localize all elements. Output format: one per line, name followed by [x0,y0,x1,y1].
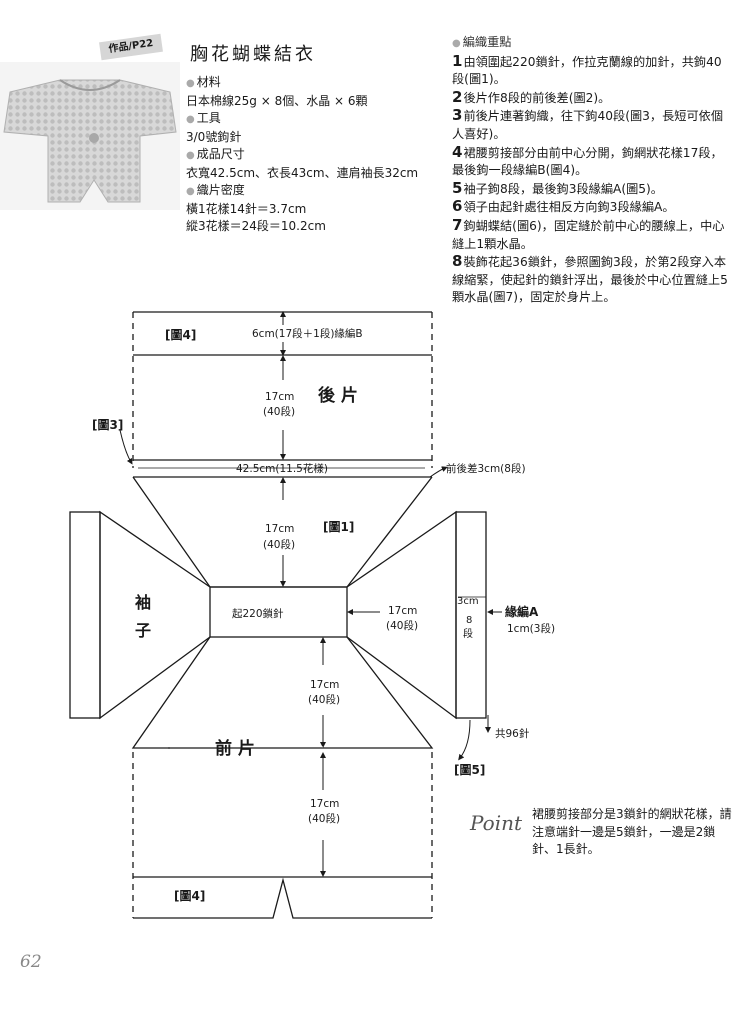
fig4-bottom-label: [圖4] [174,889,205,903]
material-label: 材料 [186,74,418,93]
callout-arrow [119,429,133,465]
size-label: 成品尺寸 [186,146,418,165]
front-rows-label: (40段) [308,812,340,825]
front-yoke-outline [131,636,434,749]
instruction-item: 6領子由起針處往相反方向鉤3段緣編A。 [452,197,675,216]
instruction-item: 8裝飾花起36鎖針，參照圖鉤3段，於第2段穿入本線縮緊，使起針的鎖針浮出，最後於… [452,252,728,305]
top-band-label: 6cm(17段＋1段)緣編B [252,327,363,340]
instruction-item: 1由領圍起220鎖針，作拉克蘭線的加針，共鉤40段(圖1)。 [452,51,722,87]
start-chain-label: 起220鎖針 [232,607,284,620]
edge-a-label: 緣編A [505,604,539,619]
width-label: 42.5cm(11.5花樣) [236,462,328,475]
instructions-block: 編織重點 1由領圍起220鎖針，作拉克蘭線的加針，共鉤40段(圖1)。 2後片作… [452,34,732,307]
stitch-count-label: 共96針 [495,727,530,740]
fig4-top-label: [圖4] [165,328,196,342]
front-panel-label: 前 片 [215,738,255,759]
garment-illustration [3,79,177,203]
left-cuff [69,511,101,719]
tool-label: 工具 [186,110,418,129]
right-cuff [455,511,487,719]
sleeve-length-label: 17cm [388,605,417,617]
instructions-heading: 編織重點 [452,34,732,53]
gauge-label: 織片密度 [186,182,418,201]
instruction-item: 2後片作8段的前後差(圖2)。 [452,87,611,106]
edge-a-size-label: 1cm(3段) [507,622,555,635]
gauge-row-2: 縱3花樣＝24段＝10.2cm [186,219,326,233]
fig5-label: [圖5] [454,763,485,777]
point-text: 裙腰剪接部分是3鎖針的網狀花樣，請注意端針一邊是5鎖針，一邊是2鎖針、1長針。 [532,807,732,857]
instruction-item: 3前後片連著鉤織，往下鉤40段(圖3，長短可依個人喜好)。 [452,106,724,141]
front-yoke-rows-label: (40段) [308,693,340,706]
instruction-item: 5袖子鉤8段，最後鉤3段緣編A(圖5)。 [452,178,663,197]
left-sleeve-outline [99,510,211,720]
point-label: Point [470,811,523,835]
material-value: 日本棉線25g × 8個、水晶 × 6顆 [186,93,368,108]
size-value: 衣寬42.5cm、衣長43cm、連肩袖長32cm [186,165,419,180]
cuff-rows-number: 8 [466,615,472,626]
fig1-label: [圖1] [323,520,354,534]
front-height-label: 17cm [310,798,339,810]
fig3-label: [圖3] [92,418,123,432]
back-panel-label: 後 片 [318,385,358,406]
cuff-rows-unit: 段 [463,627,473,640]
front-back-diff-label: 前後差3cm(8段) [446,462,526,475]
instruction-item: 7鉤蝴蝶結(圖6)，固定縫於前中心的腰線上，中心縫上1顆水晶。 [452,215,725,251]
page-number: 62 [20,952,42,972]
callout-arrow [458,719,471,761]
sleeve-label-1: 袖 [135,593,151,612]
specs-block: 材料 日本棉線25g × 8個、水晶 × 6顆 工具 3/0號鉤針 成品尺寸 衣… [186,74,418,236]
cuff-width-label: 3cm [457,596,479,607]
page-title: 胸花蝴蝶結衣 [190,44,316,65]
callout-arrow [429,466,448,478]
gauge-row-1: 橫1花樣14針＝3.7cm [186,201,307,216]
tool-value: 3/0號鉤針 [186,129,242,144]
yoke-height-label: 17cm [265,523,294,535]
front-hem-split [133,877,432,919]
garment-photo [0,62,180,210]
yoke-rows-label: (40段) [263,538,295,551]
sleeve-rows-label: (40段) [386,619,418,632]
front-yoke-height-label: 17cm [310,679,339,691]
instruction-item: 4裙腰剪接部分由前中心分開，鉤網狀花樣17段，最後鉤一段緣編B(圖4)。 [452,142,723,178]
back-rows-label: (40段) [263,405,295,418]
sleeve-label-2: 子 [135,621,151,640]
back-height-label: 17cm [265,391,294,403]
